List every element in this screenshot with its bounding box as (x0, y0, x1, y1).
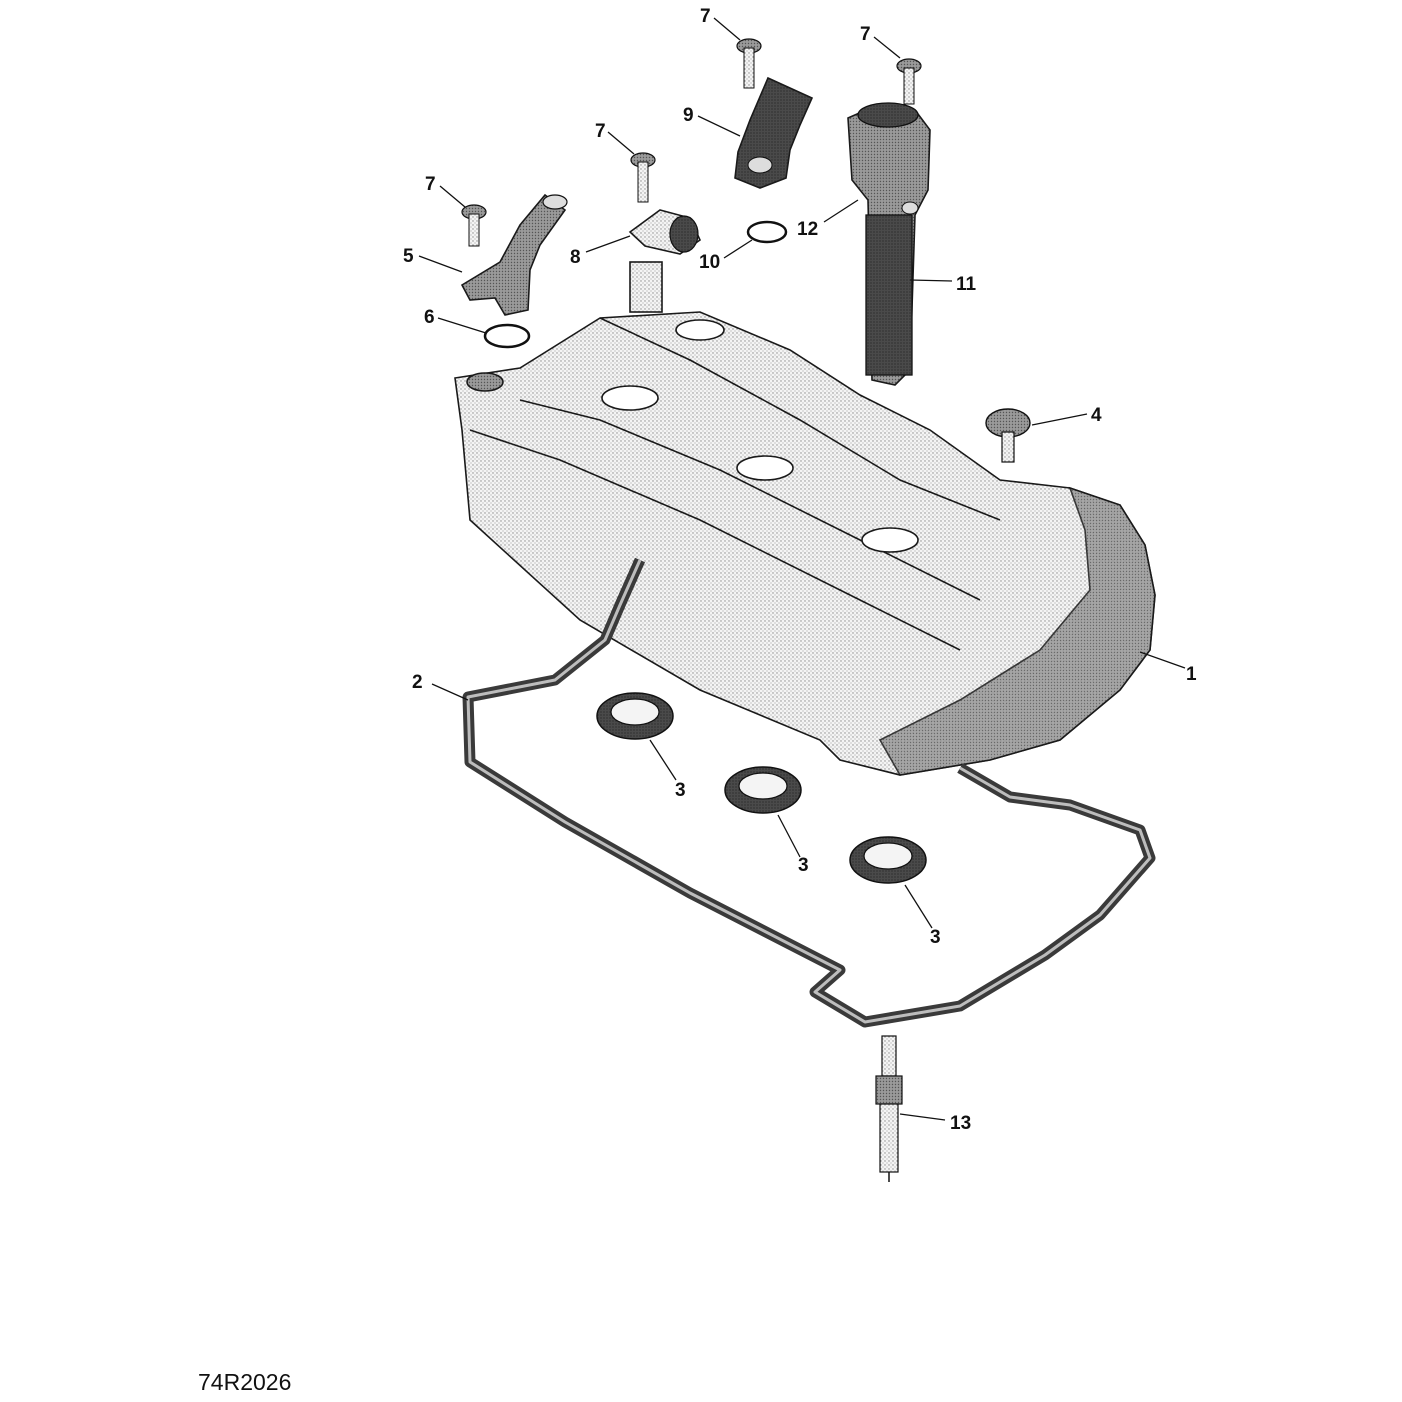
callout-8: 8 (570, 247, 581, 268)
ignition-coil (847, 102, 931, 386)
screw-7-d (896, 58, 922, 105)
callout-labels: 1 2 3 3 3 4 5 6 7 7 7 7 8 9 10 11 12 13 (403, 6, 1197, 1134)
callout-4: 4 (1091, 405, 1102, 426)
callout-7a: 7 (425, 174, 436, 195)
callout-2: 2 (412, 672, 423, 693)
callout-6: 6 (424, 307, 435, 328)
leader-lines (418, 17, 1186, 1121)
callout-11: 11 (956, 274, 977, 295)
callout-7b: 7 (595, 121, 606, 142)
sensor-8 (628, 209, 702, 255)
callout-3c: 3 (930, 927, 941, 948)
callout-7d: 7 (860, 24, 871, 45)
sensor-9 (734, 76, 814, 189)
spark-plug-seal-2 (724, 766, 802, 814)
spark-plug-seal-1 (596, 692, 674, 740)
callout-13: 13 (950, 1113, 971, 1134)
callout-1: 1 (1186, 664, 1197, 685)
outlet-fitting (460, 193, 568, 316)
screw-7-c (736, 38, 762, 89)
cap-plug (985, 408, 1031, 463)
callout-7c: 7 (700, 6, 711, 27)
o-ring-10 (746, 220, 788, 244)
spark-plug (875, 1035, 903, 1182)
callout-9: 9 (683, 105, 694, 126)
callout-5: 5 (403, 246, 414, 267)
screw-7-b (630, 152, 656, 203)
reference-code: 74R2026 (198, 1369, 291, 1395)
spark-plug-seal-3 (849, 836, 927, 884)
o-ring-6 (483, 323, 531, 349)
callout-3b: 3 (798, 855, 809, 876)
valve-cover-gasket (462, 557, 1156, 1028)
callout-10: 10 (699, 252, 720, 273)
screw-7-a (461, 204, 487, 247)
callout-12: 12 (797, 219, 818, 240)
callout-3a: 3 (675, 780, 686, 801)
valve-cover (454, 261, 1156, 776)
